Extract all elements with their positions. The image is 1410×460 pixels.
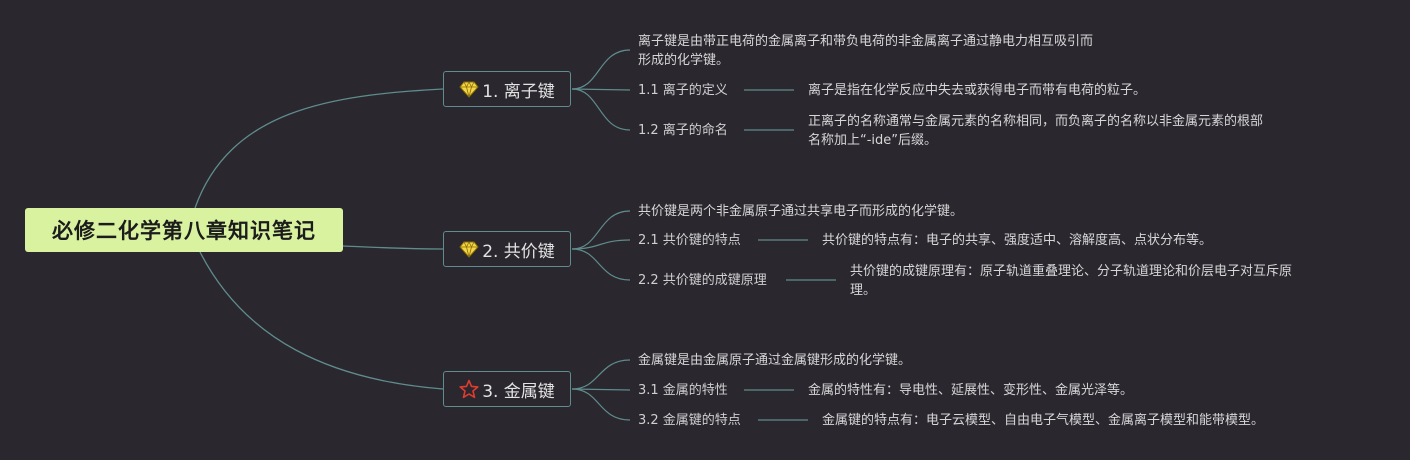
diamond-icon <box>459 81 479 98</box>
connector-b2-sub2 <box>571 248 631 281</box>
branch-label: 1. 离子键 <box>482 81 555 102</box>
branch-2-sub-2-label[interactable]: 2.2 共价键的成键原理 <box>638 273 767 288</box>
connector-root-branch-1 <box>194 88 444 209</box>
connector-b3-intro <box>571 359 631 390</box>
connector-root-branch-2 <box>342 245 444 250</box>
connector-b2-sub1 <box>571 239 631 250</box>
root-title: 必修二化学第八章知识笔记 <box>52 219 316 243</box>
root-topic[interactable]: 必修二化学第八章知识笔记 <box>25 208 343 252</box>
connector-b2-intro <box>571 210 631 250</box>
branch-2-intro: 共价键是两个非金属原子通过共享电子而形成的化学键。 <box>638 204 964 219</box>
branch-3-sub-2-detail: 金属键的特点有：电子云模型、自由电子气模型、金属离子模型和能带模型。 <box>822 413 1265 428</box>
branch-3-intro: 金属键是由金属原子通过金属键形成的化学键。 <box>638 353 912 368</box>
branch-2-sub-1-label[interactable]: 2.1 共价键的特点 <box>638 233 741 248</box>
branch-ionic-bond[interactable]: 1. 离子键 <box>443 71 571 107</box>
branch-label: 3. 金属键 <box>482 381 555 402</box>
connector-b3-sub2 <box>571 388 631 421</box>
branch-2-sub-1-detail: 共价键的特点有：电子的共享、强度适中、溶解度高、点状分布等。 <box>822 233 1213 248</box>
branch-1-sub-2-label[interactable]: 1.2 离子的命名 <box>638 123 728 138</box>
branch-covalent-bond[interactable]: 2. 共价键 <box>443 231 571 267</box>
connector-b3-sub1 <box>571 388 631 391</box>
connector-b1-sub1 <box>571 88 631 91</box>
star-icon <box>459 379 479 399</box>
connector-b1-sub2 <box>571 88 631 131</box>
diamond-icon <box>459 241 479 258</box>
branch-1-sub-1-detail: 离子是指在化学反应中失去或获得电子而带有电荷的粒子。 <box>808 83 1147 98</box>
branch-1-sub-1-label[interactable]: 1.1 离子的定义 <box>638 83 728 98</box>
branch-2-sub-2-detail: 共价键的成键原理有：原子轨道重叠理论、分子轨道理论和价层电子对互斥原 理。 <box>850 264 1293 298</box>
branch-1-intro: 离子键是由带正电荷的金属离子和带负电荷的非金属离子通过静电力相互吸引而 形成的化… <box>638 34 1094 68</box>
connector-root-branch-3 <box>199 251 444 390</box>
branch-3-sub-1-detail: 金属的特性有：导电性、延展性、变形性、金属光泽等。 <box>808 383 1134 398</box>
branch-1-sub-2-detail: 正离子的名称通常与金属元素的名称相同，而负离子的名称以非金属元素的根部 名称加上… <box>808 114 1264 148</box>
branch-metallic-bond[interactable]: 3. 金属键 <box>443 371 571 407</box>
branch-3-sub-1-label[interactable]: 3.1 金属的特性 <box>638 383 728 398</box>
connector-b1-intro <box>571 49 631 90</box>
branch-3-sub-2-label[interactable]: 3.2 金属键的特点 <box>638 413 741 428</box>
branch-label: 2. 共价键 <box>482 241 555 262</box>
